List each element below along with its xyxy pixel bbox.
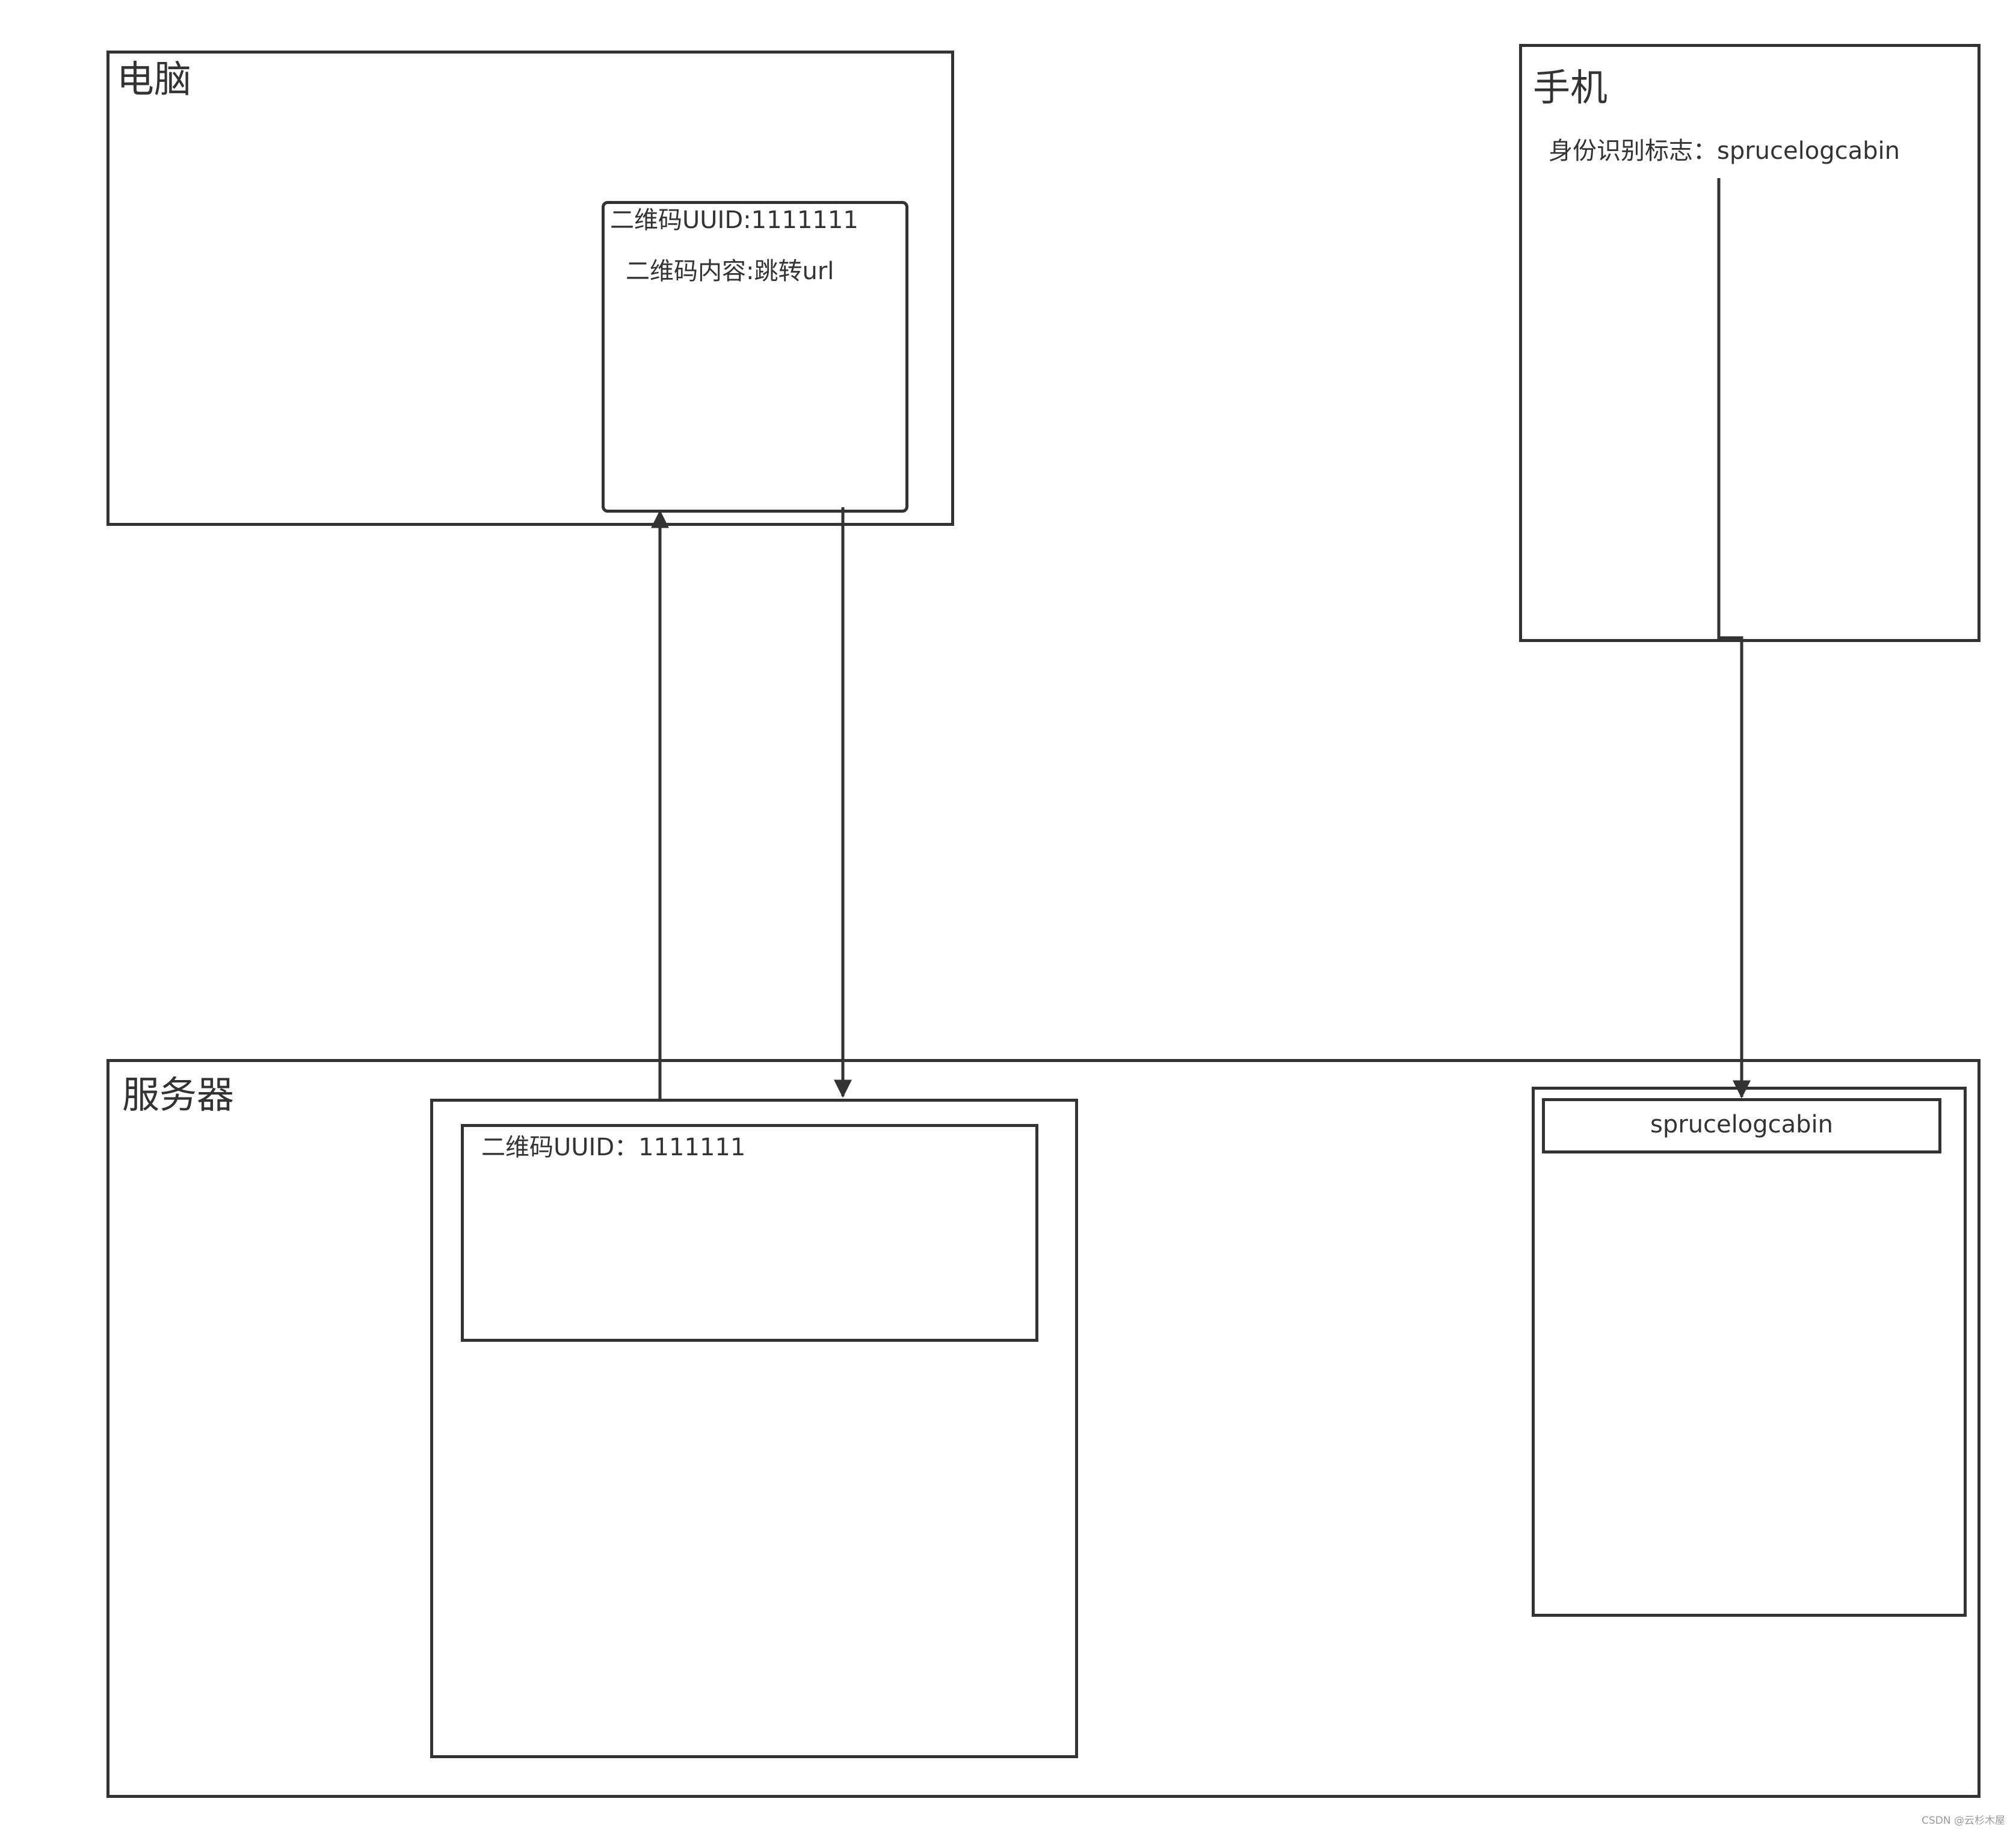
computer-qr-content-label: 二维码内容:跳转url	[626, 258, 834, 285]
phone-title: 手机	[1533, 66, 1608, 110]
server-identity-entry: sprucelogcabin	[1542, 1098, 1941, 1153]
phone-identity-label: 身份识别标志：sprucelogcabin	[1549, 137, 1900, 165]
server-box	[106, 1059, 1981, 1798]
computer-box	[106, 51, 954, 526]
computer-title: 电脑	[117, 57, 192, 101]
server-title: 服务器	[122, 1073, 235, 1117]
server-qr-store-inner	[461, 1124, 1038, 1342]
computer-qr-box	[602, 201, 908, 513]
server-identity-store-outer	[1532, 1087, 1967, 1617]
computer-qr-uuid-label: 二维码UUID:1111111	[610, 206, 858, 234]
watermark: CSDN @云杉木屋	[1922, 1815, 2005, 1827]
server-qr-uuid-label: 二维码UUID：1111111	[481, 1134, 746, 1161]
phone-box	[1519, 44, 1981, 642]
server-qr-store-outer	[430, 1099, 1078, 1758]
server-identity-entry-label: sprucelogcabin	[1650, 1111, 1833, 1138]
